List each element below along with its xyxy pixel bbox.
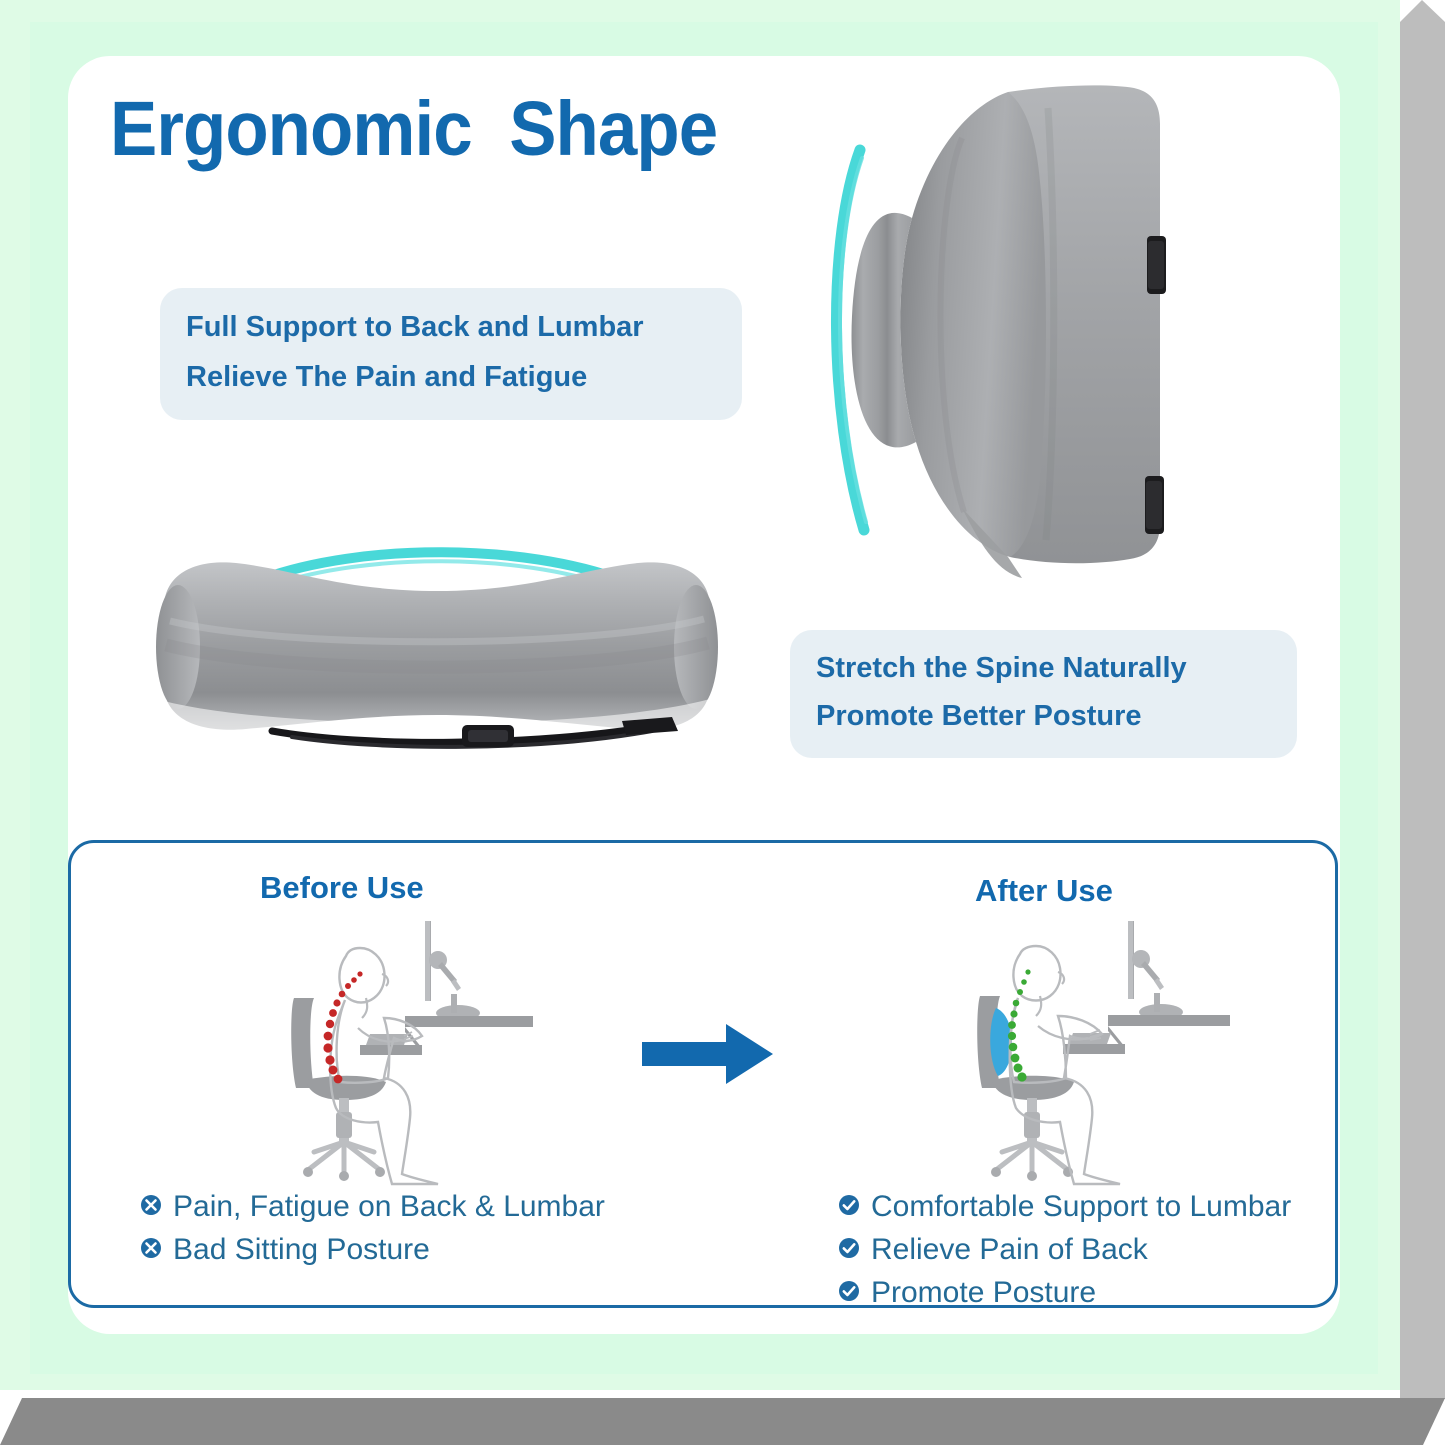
callout-line-2: Promote Better Posture: [816, 700, 1142, 732]
list-item-label: Promote Posture: [871, 1276, 1097, 1309]
callout-stretch-spine: Stretch the Spine Naturally Promote Bett…: [790, 630, 1297, 758]
before-use-heading: Before Use: [260, 870, 424, 905]
product-photo-lumbar-cushion-top: [132, 525, 742, 765]
list-item-label: Pain, Fatigue on Back & Lumbar: [173, 1190, 605, 1223]
callout-full-support: Full Support to Back and Lumbar Relieve …: [160, 288, 742, 420]
circle-check-icon: [838, 1280, 860, 1302]
circle-x-icon: [140, 1194, 162, 1216]
product-photo-lumbar-cushion-front: [812, 78, 1192, 588]
list-item-label: Relieve Pain of Back: [871, 1233, 1148, 1266]
after-use-heading: After Use: [975, 873, 1113, 908]
right-arrow-icon: [640, 1020, 775, 1088]
before-use-illustration: [262, 912, 542, 1192]
after-use-bullet-list: Comfortable Support to Lumbar Relieve Pa…: [838, 1188, 1291, 1317]
list-item: Bad Sitting Posture: [140, 1231, 605, 1269]
horizontal-scrollbar[interactable]: [0, 1398, 1445, 1445]
circle-check-icon: [838, 1237, 860, 1259]
circle-check-icon: [838, 1194, 860, 1216]
spine-dots-green: [1007, 969, 1031, 1082]
list-item-label: Bad Sitting Posture: [173, 1233, 430, 1266]
lumbar-cushion-blue: [990, 1008, 1012, 1076]
callout-line-1: Stretch the Spine Naturally: [816, 652, 1187, 684]
list-item: Pain, Fatigue on Back & Lumbar: [140, 1188, 605, 1226]
vertical-scrollbar[interactable]: [1400, 0, 1445, 1399]
list-item: Promote Posture: [838, 1274, 1291, 1312]
list-item-label: Comfortable Support to Lumbar: [871, 1190, 1292, 1223]
spine-dots-red: [323, 971, 363, 1084]
circle-x-icon: [140, 1237, 162, 1259]
callout-line-2: Relieve The Pain and Fatigue: [186, 361, 588, 393]
comparison-box: [68, 840, 1338, 1308]
page-title: Ergonomic Shape: [110, 86, 718, 172]
callout-line-1: Full Support to Back and Lumbar: [186, 311, 644, 343]
before-use-bullet-list: Pain, Fatigue on Back & Lumbar Bad Sitti…: [140, 1188, 605, 1274]
after-use-illustration: [952, 912, 1232, 1192]
list-item: Comfortable Support to Lumbar: [838, 1188, 1291, 1226]
list-item: Relieve Pain of Back: [838, 1231, 1291, 1269]
